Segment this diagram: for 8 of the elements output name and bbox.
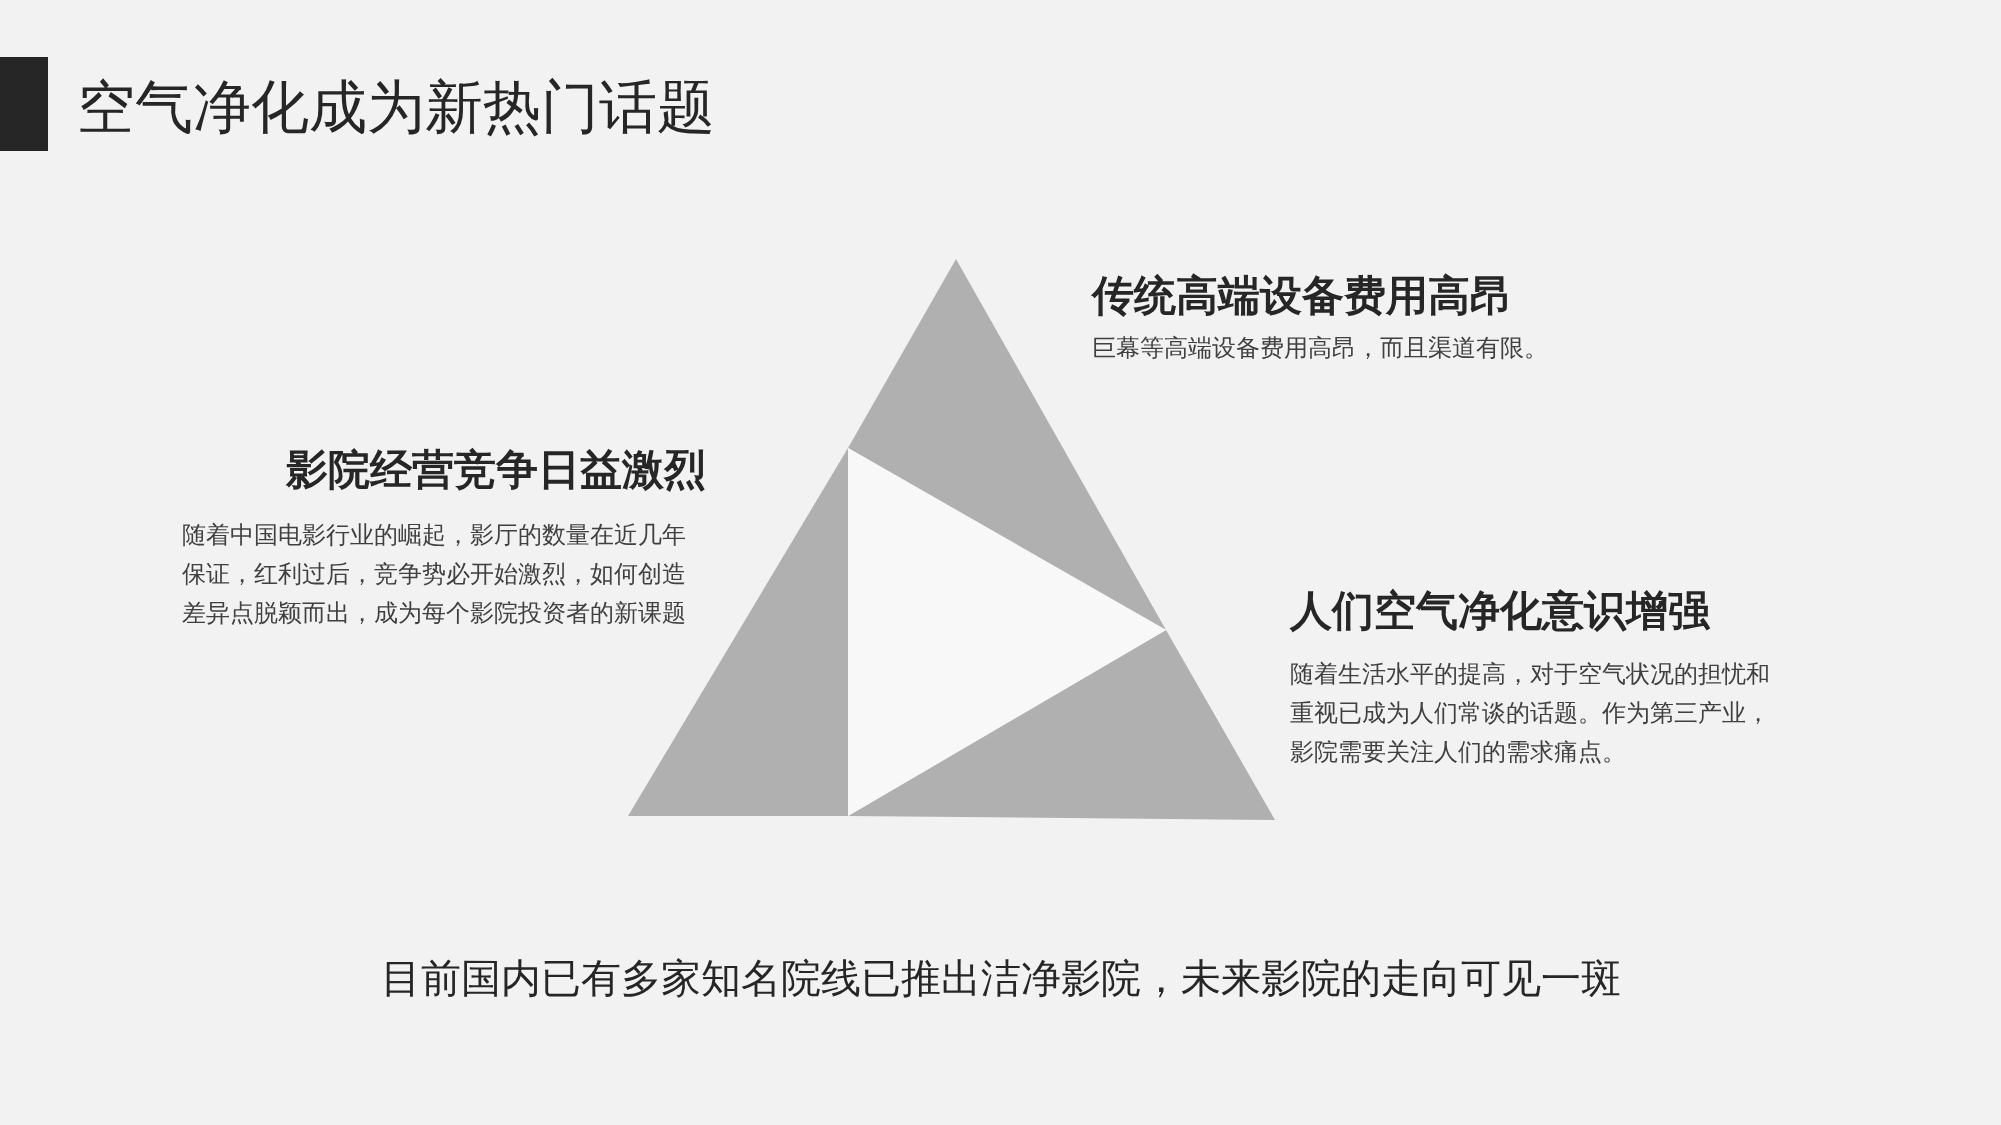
paragraph: 巨幕等高端设备费用高昂，而且渠道有限。 [1092, 333, 1549, 364]
heading: 影院经营竞争日益激烈 [286, 444, 706, 496]
paragraph: 随着生活水平的提高，对于空气状况的担忧和重视已成为人们常谈的话题。作为第三产业，影院需要关注人们的需求痛点。 [1290, 659, 1771, 768]
paragraph: 随着中国电影行业的崛起，影厅的数量在近几年保证，红利过后，竞争势必开始激烈，如何创造差异点脱颖而出，成为每个影院投资者的新课题 [182, 520, 687, 629]
heading: 传统高端设备费用高昂 [1092, 270, 1512, 322]
title: 空气净化成为新热门话题 [77, 72, 715, 142]
heading: 人们空气净化意识增强 [1290, 585, 1710, 637]
summary-text: 目前国内已有多家知名院线已推出洁净影院，未来影院的走向可见一斑 [379, 954, 1622, 1003]
